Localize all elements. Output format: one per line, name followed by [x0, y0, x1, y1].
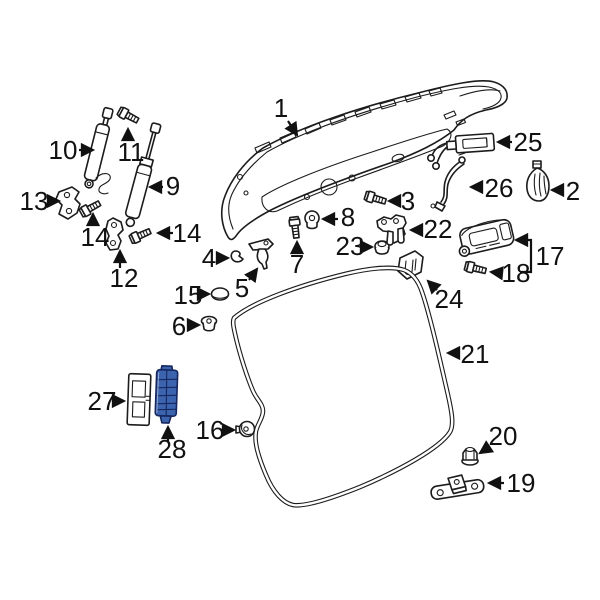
callout-16[interactable]: 16	[196, 415, 237, 445]
callout-9-label: 9	[166, 171, 180, 201]
guide-28-highlighted-icon[interactable]	[154, 365, 179, 424]
callout-20-arrow	[478, 440, 495, 455]
nut-20-icon	[461, 446, 479, 466]
callout-27[interactable]: 27	[88, 386, 127, 416]
callout-10[interactable]: 10	[49, 135, 96, 165]
callout-1-label: 1	[274, 93, 288, 123]
weatherstrip-21-icon	[230, 265, 455, 508]
cable-26-icon	[430, 152, 466, 212]
callout-13-label: 13	[20, 186, 49, 216]
callout-17-label: 17	[536, 241, 565, 271]
callout-2-label: 2	[566, 176, 580, 206]
callout-27-label: 27	[88, 386, 117, 416]
callout-25[interactable]: 25	[495, 127, 543, 157]
callout-24-arrow	[426, 279, 442, 295]
callout-14-left[interactable]: 14	[81, 211, 110, 252]
callout-3[interactable]: 3	[386, 186, 415, 216]
callout-24[interactable]: 24	[426, 279, 464, 314]
callout-18-label: 18	[502, 258, 531, 288]
callout-18-arrow	[488, 266, 504, 281]
callout-5-label: 5	[235, 273, 249, 303]
callout-15-label: 15	[174, 280, 203, 310]
callout-14-right-label: 14	[173, 218, 202, 248]
callout-21[interactable]: 21	[445, 339, 490, 369]
callout-12-label: 12	[110, 263, 139, 293]
callout-6-label: 6	[172, 311, 186, 341]
callout-13[interactable]: 13	[20, 186, 62, 216]
callout-4[interactable]: 4	[202, 243, 231, 273]
callout-24-label: 24	[435, 284, 464, 314]
callout-23-label: 23	[336, 231, 365, 261]
grommet-6-icon	[200, 315, 218, 332]
callout-4-label: 4	[202, 243, 216, 273]
liftgate-panel-icon	[220, 80, 508, 241]
callout-17[interactable]: 17	[513, 232, 565, 274]
plug-15-icon	[210, 287, 230, 301]
callout-3-label: 3	[401, 186, 415, 216]
callout-16-label: 16	[196, 415, 225, 445]
callout-18[interactable]: 18	[488, 258, 531, 288]
callout-19[interactable]: 19	[486, 468, 536, 498]
callout-5[interactable]: 5	[235, 267, 259, 303]
callout-8[interactable]: 8	[320, 202, 355, 232]
callout-21-label: 21	[461, 339, 490, 369]
callout-20[interactable]: 20	[478, 421, 518, 455]
callout-1-arrow	[284, 120, 299, 137]
callout-23[interactable]: 23	[336, 231, 375, 261]
hook-bracket-5-icon	[248, 238, 274, 270]
wedge-2-icon	[526, 160, 550, 202]
callout-8-label: 8	[341, 202, 355, 232]
callout-11-label: 11	[118, 137, 145, 167]
callout-22-label: 22	[424, 214, 453, 244]
diagram-art	[55, 80, 550, 508]
callout-7[interactable]: 7	[290, 239, 304, 279]
bolt-11-icon	[115, 105, 141, 127]
callout-28[interactable]: 28	[158, 424, 187, 464]
callout-22[interactable]: 22	[408, 214, 453, 244]
callout-20-label: 20	[489, 421, 518, 451]
callout-17-bracket	[513, 232, 533, 274]
callout-9[interactable]: 9	[147, 171, 180, 201]
callout-12[interactable]: 12	[110, 248, 139, 293]
callout-26[interactable]: 26	[468, 173, 514, 203]
callout-28-label: 28	[158, 434, 187, 464]
callout-1[interactable]: 1	[274, 93, 299, 137]
lock-actuator-17-icon	[458, 218, 515, 257]
callout-14-right[interactable]: 14	[155, 218, 202, 248]
callout-11[interactable]: 11	[118, 126, 145, 167]
callout-15[interactable]: 15	[174, 280, 212, 310]
callout-2[interactable]: 2	[549, 176, 580, 206]
gas-strut-right-icon	[124, 122, 162, 228]
bolt-3-icon	[363, 189, 388, 208]
hinge-19-icon	[430, 474, 485, 500]
bolt-14-right-icon	[127, 225, 153, 246]
callout-10-label: 10	[49, 135, 78, 165]
grommet-8-icon	[304, 210, 320, 230]
striker-plate-27-icon	[126, 372, 152, 427]
callout-14-left-label: 14	[81, 222, 110, 252]
bolt-18-icon	[463, 259, 488, 277]
retainer-16-icon	[235, 420, 256, 438]
bolt-14-left-icon	[77, 197, 103, 219]
callout-5-arrow	[244, 267, 259, 284]
callouts-layer: 1 2 3 4 5 6 7 8	[20, 93, 581, 498]
callout-25-label: 25	[514, 127, 543, 157]
callout-19-label: 19	[507, 468, 536, 498]
gas-strut-left-icon	[83, 106, 114, 195]
callout-7-label: 7	[290, 249, 304, 279]
bracket-13-icon	[55, 186, 81, 220]
switch-25-icon	[426, 132, 496, 171]
clip-4-icon	[230, 250, 244, 263]
latch-22-icon	[376, 214, 407, 246]
bolt-7-icon	[287, 215, 303, 240]
callout-26-label: 26	[485, 173, 514, 203]
nut-23-icon	[374, 240, 390, 255]
callout-6[interactable]: 6	[172, 311, 202, 341]
